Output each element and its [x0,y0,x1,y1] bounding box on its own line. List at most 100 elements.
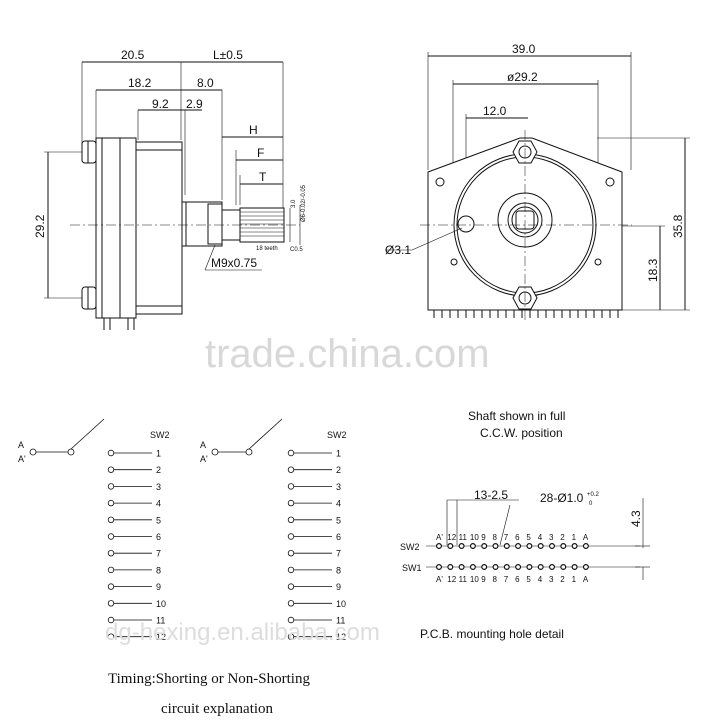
pcb-hole-sw1 [548,563,555,570]
contact-row-right-10: 10 [287,599,346,609]
pcb-tol-upper: +0.2 [587,492,600,498]
pcb-hole-sw2 [537,542,544,549]
dim-9-2: 9.2 [152,97,169,111]
pin-label-bottom: 4 [538,575,543,584]
side-view [44,61,301,330]
contact-label: 6 [336,532,341,542]
contact-terminal [287,499,295,507]
pcb-hole-sw1 [469,563,476,570]
side-view-labels: 20.5 L±0.5 18.2 8.0 9.2 2.9 H F T 29.2 3… [33,48,307,270]
dim-8-0: 8.0 [197,76,214,90]
pin-label-top: 1 [572,533,577,542]
contact-terminal [287,483,295,490]
pole-a2-right: A' [200,454,208,464]
label-teeth: 18 teeth [256,246,278,252]
pcb-hole-sw1 [458,563,465,570]
circuit-caption: circuit explanation [161,701,274,717]
pcb-hole-sw1 [481,563,488,570]
contact-row-right-5: 5 [287,515,341,525]
pin-label-top: 7 [504,533,509,542]
pcb-hole-sw2 [526,542,533,549]
contact-terminal [107,566,115,574]
watermark-bottom: dg-hexing.en.alibaba.com [105,619,380,646]
pcb-hole-sw2 [560,542,567,549]
pin-label-bottom: A [583,575,589,584]
contact-terminal [107,499,115,507]
dim-hole-3-1: Ø3.1 [385,243,411,257]
pcb-hole-sw2 [503,542,510,549]
pin-label-bottom: 8 [493,575,498,584]
contact-row-left-7: 7 [107,549,161,559]
contact-label: 7 [336,549,341,559]
pin-label-bottom: 7 [504,575,509,584]
label-chamfer: C0.5 [290,247,303,253]
dim-h: H [249,123,258,137]
dim-shaft-dia: Ø6-0.02/-0.05 [301,184,307,222]
pcb-detail: Shaft shown in full C.C.W. position 13-2… [400,409,650,641]
contact-label: 9 [156,582,161,592]
dim-12-0: 12.0 [483,104,507,118]
pole-a2-left: A' [18,454,26,464]
contact-row-left-3: 3 [107,482,161,492]
contact-row-right-8: 8 [287,565,341,575]
pin-label-top: 5 [526,533,531,542]
pin-label-bottom: 2 [560,575,565,584]
contact-terminal [287,550,295,557]
pcb-hole-sw2 [436,542,443,549]
pcb-hole-sw1 [503,563,510,570]
pin-label-bottom: 10 [470,575,479,584]
contact-row-right-7: 7 [287,549,341,559]
dim-20-5: 20.5 [121,48,145,62]
pcb-hole-sw1 [515,563,522,570]
dim-3-0: 3.0 [291,199,297,208]
contact-label: 5 [156,515,161,525]
pcb-sw1: SW1 [402,563,422,573]
contact-label: 4 [336,499,341,509]
pin-label-bottom: 3 [549,575,554,584]
pin-label-top: 12 [447,533,456,542]
pcb-sw2: SW2 [400,542,420,552]
contact-terminal [287,583,295,590]
contact-label: 3 [336,482,341,492]
pin-label-bottom: 11 [459,575,468,584]
pin-label-top: 10 [470,533,479,542]
timing-text: Timing:Shorting or Non-Shorting [108,671,310,687]
contact-terminal [107,483,115,490]
pcb-hole-sw1 [447,563,454,570]
pcb-tol-lower: 0 [589,501,593,507]
pcb-hole-sw1 [492,563,499,570]
contact-label: 2 [336,465,341,475]
dim-2-9: 2.9 [186,97,203,111]
contact-row-left-4: 4 [107,499,161,509]
contact-terminal [287,616,295,624]
contact-row-right-12: 12 [287,632,346,642]
pin-label-top: 6 [515,533,520,542]
pin-label-top: 9 [481,533,486,542]
contact-row-right-1: 1 [287,449,341,459]
pin-label-bottom: 5 [526,575,531,584]
contact-terminal [107,550,115,557]
contact-label: 2 [156,465,161,475]
pcb-hole-sw2 [571,542,578,549]
dim-39-0: 39.0 [512,42,536,56]
pcb-hole-sw2 [548,542,555,549]
contact-terminal [287,516,295,523]
label-thread: M9x0.75 [211,256,257,270]
dim-t: T [259,170,267,184]
contact-label: 4 [156,499,161,509]
dim-18-2: 18.2 [128,76,152,90]
pcb-title-1: Shaft shown in full [468,409,565,423]
pin-label-bottom: 9 [481,575,486,584]
pcb-hole-sw2 [492,542,499,549]
contact-row-left-2: 2 [107,465,161,475]
contact-terminal [287,533,295,540]
pcb-holes: 28-Ø1.0 [540,491,584,505]
contact-row-right-11: 11 [287,616,345,626]
contact-terminal [107,633,115,640]
pcb-row-gap: 4.3 [629,510,643,527]
contact-label: 11 [336,616,345,626]
